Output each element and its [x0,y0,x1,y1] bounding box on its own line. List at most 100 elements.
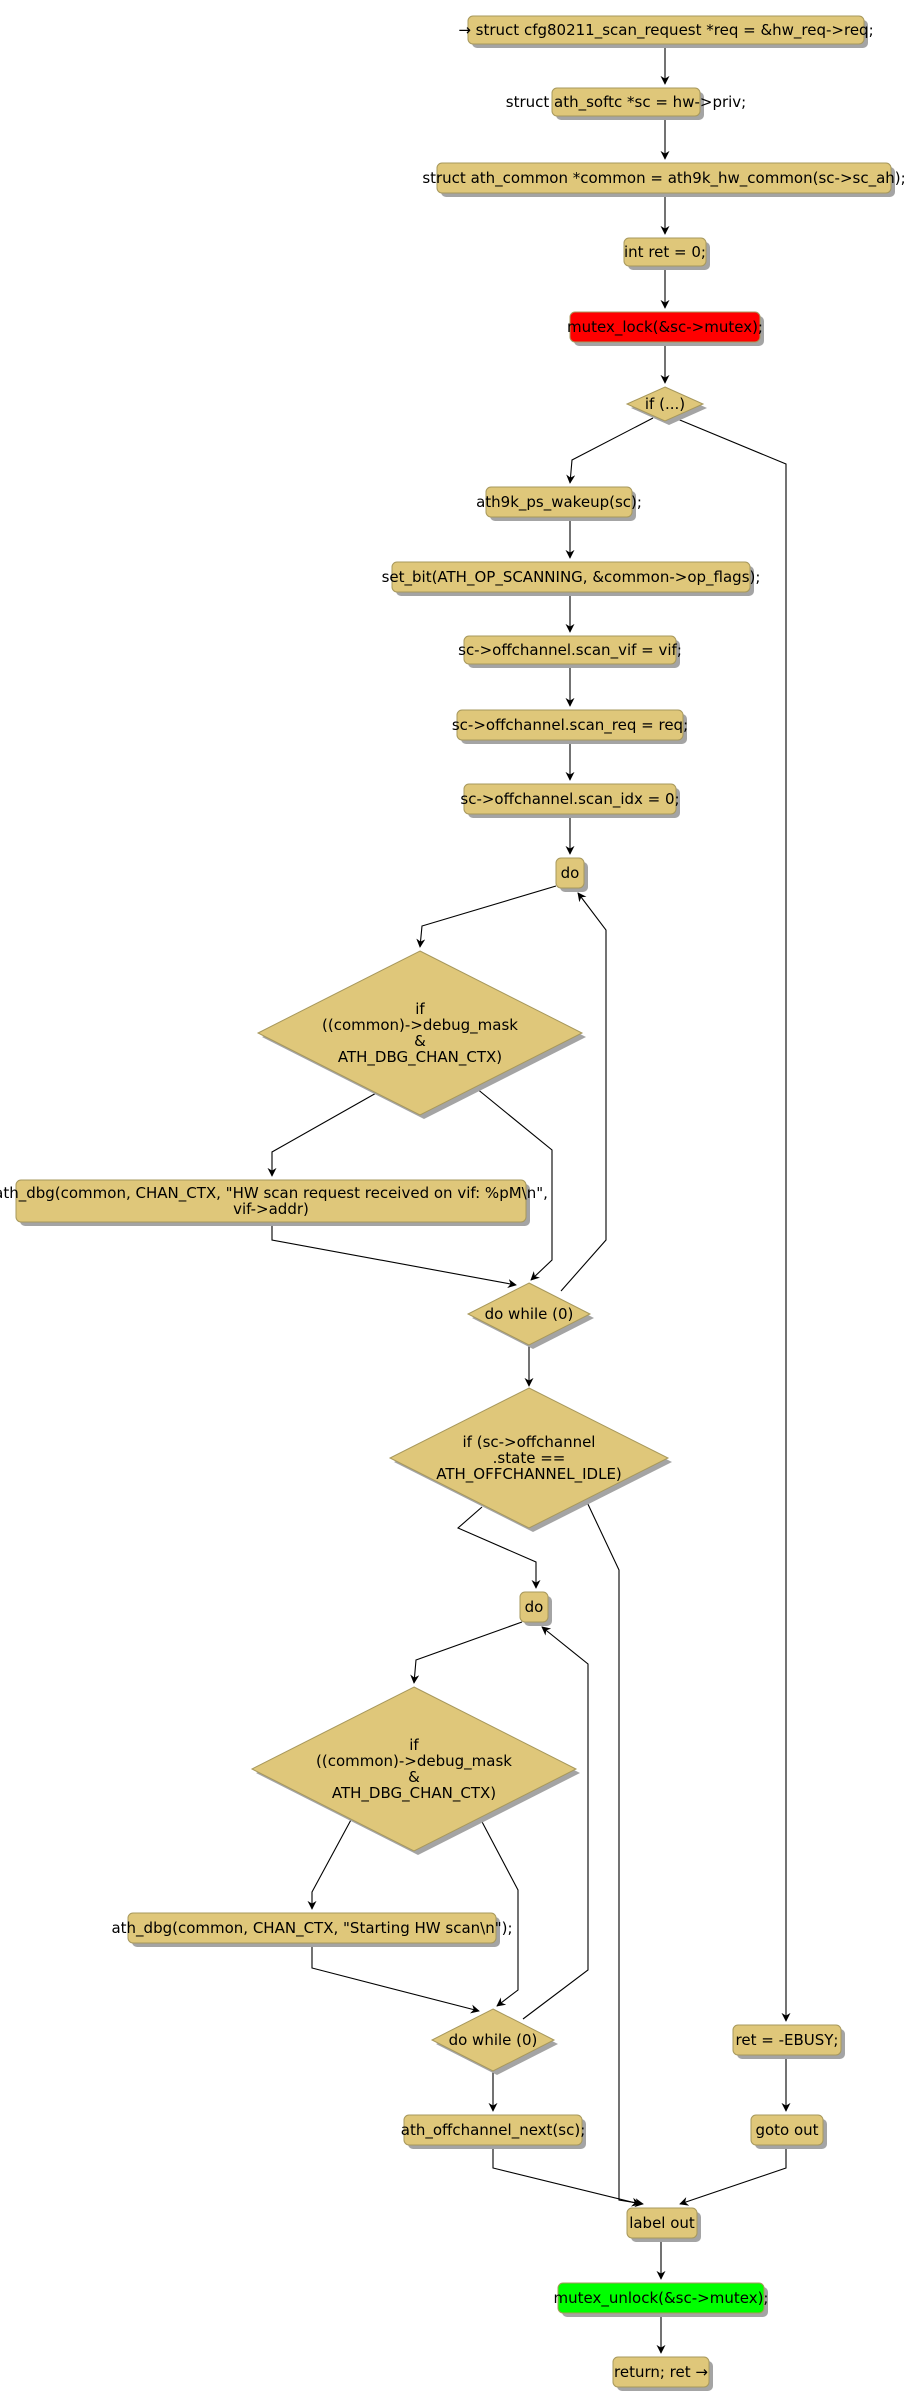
edge-dbg1-to-while1 [271,1222,517,1288]
node-label: & [414,1032,426,1050]
node-if4: if((common)->debug_mask&ATH_DBG_CHAN_CTX… [250,1686,580,1855]
node-label: ath_offchannel_next(sc); [401,2121,586,2140]
node-label: sc->offchannel.scan_idx = 0; [460,790,679,809]
node-return: return; ret → [612,2356,713,2391]
node-label: vif->addr) [233,1200,309,1218]
action-box [485,486,633,518]
edge-if3-to-label [585,1499,644,2208]
action-box [612,2356,710,2388]
edge-if1-to-wakeup [566,417,654,484]
node-label: label out [626,2207,701,2242]
action-box [463,635,677,665]
edge-if1-to-ebusy [674,417,791,2022]
node-lock: mutex_lock(&sc->mutex); [567,311,764,346]
node-dbg1: ath_dbg(common, CHAN_CTX, "HW scan reque… [0,1179,548,1226]
action-box [391,561,751,593]
node-if3: if (sc->offchannel.state ==ATH_OFFCHANNE… [388,1387,672,1532]
edge-do2-to-if4 [410,1621,523,1684]
node-label: ((common)->debug_mask [322,1016,518,1035]
node-label: ((common)->debug_mask [316,1752,512,1771]
node-while1: do while (0) [466,1282,594,1349]
node-label: sc->offchannel.scan_vif = vif; [458,641,682,660]
action-box [403,2114,583,2146]
node-if1: if (...) [625,386,707,425]
node-label: → struct cfg80211_scan_request *req = &h… [458,21,873,40]
node-common: struct ath_common *common = ath9k_hw_com… [422,162,906,197]
action-box [467,15,865,45]
node-sc: struct ath_softc *sc = hw->priv; [506,87,746,120]
node-label: do while (0) [485,1305,574,1323]
node-vif: sc->offchannel.scan_vif = vif; [458,635,682,668]
node-do1: do [555,857,588,892]
node-dbg2: ath_dbg(common, CHAN_CTX, "Starting HW s… [111,1912,513,1947]
node-idx: sc->offchannel.scan_idx = 0; [460,783,680,818]
decision-diamond [388,1387,670,1529]
node-label: if [409,1736,419,1754]
node-label: struct ath_softc *sc = hw->priv; [506,93,746,112]
node-label: if [415,1000,425,1018]
node-label: mutex_unlock(&sc->mutex); [554,2289,769,2308]
node-label: return; ret → [614,2363,708,2381]
node-label: ATH_DBG_CHAN_CTX) [332,1784,496,1803]
node-label: ATH_OFFCHANNEL_IDLE) [436,1465,622,1484]
action-box [436,162,892,194]
edge-while1-to-do1 [560,892,607,1292]
action-box [15,1179,527,1223]
edges-layer [267,44,791,2354]
node-label: do [561,864,580,882]
decision-diamond [625,386,705,422]
edge-if2-to-while1 [475,1087,553,1281]
node-ret: int ret = 0; [623,237,710,270]
edge-if3-to-do2 [456,1506,541,1589]
node-label: .state == [493,1449,566,1467]
node-label: goto out [755,2121,818,2139]
action-box [519,1591,549,1623]
node-sreq: sc->offchannel.scan_req = req; [452,709,688,744]
node-goto: goto out [750,2114,827,2149]
node-wakeup: ath9k_ps_wakeup(sc); [476,486,642,521]
node-label: ath_dbg(common, CHAN_CTX, "Starting HW s… [111,1919,512,1938]
node-next: ath_offchannel_next(sc); [401,2114,586,2149]
decision-diamond [250,1686,578,1852]
edge-if4-to-dbg2 [307,1817,353,1910]
edge-next-to-label [492,2145,641,2207]
node-label: ATH_DBG_CHAN_CTX) [338,1048,502,1067]
node-label: struct ath_common *common = ath9k_hw_com… [422,169,905,188]
node-label: sc->offchannel.scan_req = req; [452,716,688,735]
node-req: → struct cfg80211_scan_request *req = &h… [458,15,874,48]
action-box [463,783,677,815]
edge-while2-to-do2 [522,1626,589,2020]
action-box [732,2024,842,2056]
action-box [551,87,701,117]
node-label: ret = -EBUSY; [736,2031,839,2049]
node-label: do while (0) [449,2031,538,2049]
edge-goto-to-label [679,2145,787,2206]
node-label: ath_dbg(common, CHAN_CTX, "HW scan reque… [0,1184,548,1203]
decision-diamond [466,1282,592,1346]
action-box [750,2114,824,2146]
node-label: set_bit(ATH_OP_SCANNING, &common->op_fla… [382,568,761,587]
action-box [557,2282,765,2314]
action-box [127,1912,497,1944]
edge-if4-to-while2 [479,1817,519,2007]
node-label: & [408,1768,420,1786]
action-box [626,2207,698,2239]
node-if2: if((common)->debug_mask&ATH_DBG_CHAN_CTX… [256,950,586,1119]
node-do2: do [519,1591,552,1626]
node-while2: do while (0) [430,2008,558,2075]
decision-diamond [430,2008,556,2072]
action-box [555,857,585,889]
action-box [569,311,761,343]
node-label: if (...) [645,395,685,413]
action-box [456,709,684,741]
action-box [623,237,707,267]
node-label: ath9k_ps_wakeup(sc); [476,493,642,512]
node-setbit: set_bit(ATH_OP_SCANNING, &common->op_fla… [382,561,761,596]
edge-do1-to-if2 [416,885,557,948]
node-label: label out [629,2214,695,2232]
node-label: int ret = 0; [624,243,706,261]
decision-diamond [256,950,584,1116]
node-label: if (sc->offchannel [463,1433,596,1451]
nodes-layer: → struct cfg80211_scan_request *req = &h… [0,15,906,2391]
